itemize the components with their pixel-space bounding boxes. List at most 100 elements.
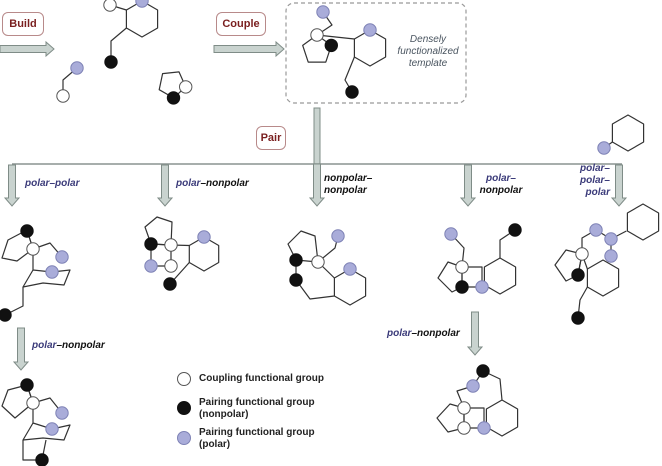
legend-coupling-label: Coupling functional group <box>199 373 324 384</box>
nonpolar-group-atom <box>163 277 177 291</box>
template-note: Densely functionalized template <box>393 34 463 70</box>
bond <box>472 370 503 401</box>
nonpolar-group-atom <box>289 273 303 287</box>
nonpolar-group-atom <box>35 453 49 466</box>
pairing-word: polar– <box>579 163 610 174</box>
pairing-label-polar-nonpolar-3: polar–nonpolar <box>32 340 105 352</box>
polar-group-atom <box>363 23 377 37</box>
pairing-word: polar <box>387 328 412 339</box>
couple-step-label: Couple <box>216 12 266 36</box>
product-polar-nonpolar-2 <box>437 223 522 295</box>
polar-group-atom <box>70 61 84 75</box>
nonpolar-group-atom <box>289 253 303 267</box>
pairing-word: polar <box>55 178 80 189</box>
nonpolar-group-atom <box>0 308 12 322</box>
branch-arrow-polar-nonpolar-2 <box>459 164 477 207</box>
pairing-word: polar <box>32 340 57 351</box>
polar-group-atom <box>475 280 489 294</box>
pairing-word: – <box>49 178 56 189</box>
pairing-word: nonpolar– <box>324 173 373 184</box>
polar-group-atom <box>316 5 330 19</box>
pairing-word: polar– <box>485 173 516 184</box>
ring <box>483 257 517 295</box>
nonpolar-group-atom <box>508 223 522 237</box>
pairing-word: nonpolar <box>324 185 367 196</box>
pairing-word: polar– <box>579 175 610 186</box>
reagent-polar-cyclohexane <box>597 114 645 155</box>
nonpolar-group-atom <box>455 280 469 294</box>
coupling-group-atom <box>26 396 40 410</box>
coupling-group-atom <box>26 242 40 256</box>
polar-group-atom <box>343 262 357 276</box>
coupling-group-atom <box>311 255 325 269</box>
coupling-group-atom <box>164 259 178 273</box>
polar-group-atom <box>331 229 345 243</box>
pairing-word: nonpolar <box>479 185 523 196</box>
pairing-label-polar-nonpolar: polar–nonpolar <box>176 178 249 190</box>
bond <box>22 249 71 288</box>
pair-arrow-trunk <box>313 107 321 165</box>
nonpolar-group-atom <box>144 237 158 251</box>
polar-group-atom <box>45 265 59 279</box>
ring <box>586 259 620 297</box>
pair-step-label: Pair <box>256 126 286 150</box>
product-polar-polar-polar <box>554 203 660 325</box>
template-note-line: functionalized <box>397 46 459 57</box>
bond <box>4 287 24 316</box>
polar-group-atom <box>466 379 480 393</box>
coupling-group-atom <box>457 421 471 435</box>
ring <box>626 203 660 241</box>
nonpolar-group-atom <box>571 311 585 325</box>
product-polar-nonpolar-3 <box>1 378 71 466</box>
product-polar-polar <box>0 224 71 322</box>
nonpolar-group-atom <box>20 378 34 392</box>
pairing-label-polar-nonpolar-4: polar–nonpolar <box>387 328 460 340</box>
branch-arrow-polar-polar <box>3 164 21 207</box>
coupling-group-atom <box>575 247 589 261</box>
build-step-label: Build <box>2 12 44 36</box>
branch-arrow-polar-polar-polar <box>610 164 628 207</box>
polar-group-atom <box>477 421 491 435</box>
legend-nonpolar-label: Pairing functional group (nonpolar) <box>199 397 315 420</box>
bond <box>22 439 47 461</box>
coupling-group-atom <box>455 260 469 274</box>
bond <box>295 260 335 300</box>
nonpolar-group-atom <box>571 268 585 282</box>
bond <box>22 403 71 441</box>
pairing-word: polar <box>585 187 610 198</box>
coupling-group-atom <box>164 238 178 252</box>
arrows-layer <box>0 40 628 371</box>
product-polar-nonpolar <box>144 216 220 291</box>
polar-group-atom <box>197 230 211 244</box>
legend-symbols <box>177 372 191 445</box>
couple-arrow <box>213 40 285 58</box>
polar-group-atom <box>444 227 458 241</box>
polar-group-atom <box>597 141 611 155</box>
polar-group-atom <box>55 250 69 264</box>
coupling-group-symbol <box>177 372 191 386</box>
build-arrow <box>0 40 55 58</box>
polar-group-atom <box>45 422 59 436</box>
building-block-cyclopentane <box>158 71 193 105</box>
coupling-group-atom <box>310 28 324 42</box>
polar-group-symbol <box>177 431 191 445</box>
coupling-group-atom <box>103 0 117 12</box>
product-polar-nonpolar-4 <box>436 364 519 437</box>
pairing-label-polar-polar-polar: polar– polar– polar <box>576 163 610 199</box>
template-note-line: Densely <box>409 34 447 45</box>
polar-group-atom <box>604 249 618 263</box>
branch-arrow-polar-nonpolar <box>156 164 174 207</box>
pairing-label-polar-nonpolar-2: polar– nonpolar <box>476 173 526 197</box>
polar-group-atom <box>55 406 69 420</box>
template-box <box>285 2 467 104</box>
arrow-polar-nonpolar-4 <box>466 311 484 356</box>
bond <box>26 384 63 414</box>
building-block-piperidine <box>103 0 159 69</box>
pairing-word: polar <box>25 178 50 189</box>
arrow-polar-nonpolar-3 <box>12 327 30 371</box>
pairing-label-nonpolar-nonpolar: nonpolar– nonpolar <box>324 173 372 197</box>
nonpolar-group-atom <box>20 224 34 238</box>
nonpolar-group-atom <box>476 364 490 378</box>
product-nonpolar-nonpolar <box>287 229 367 306</box>
branch-arrow-nonpolar-nonpolar <box>308 163 326 207</box>
